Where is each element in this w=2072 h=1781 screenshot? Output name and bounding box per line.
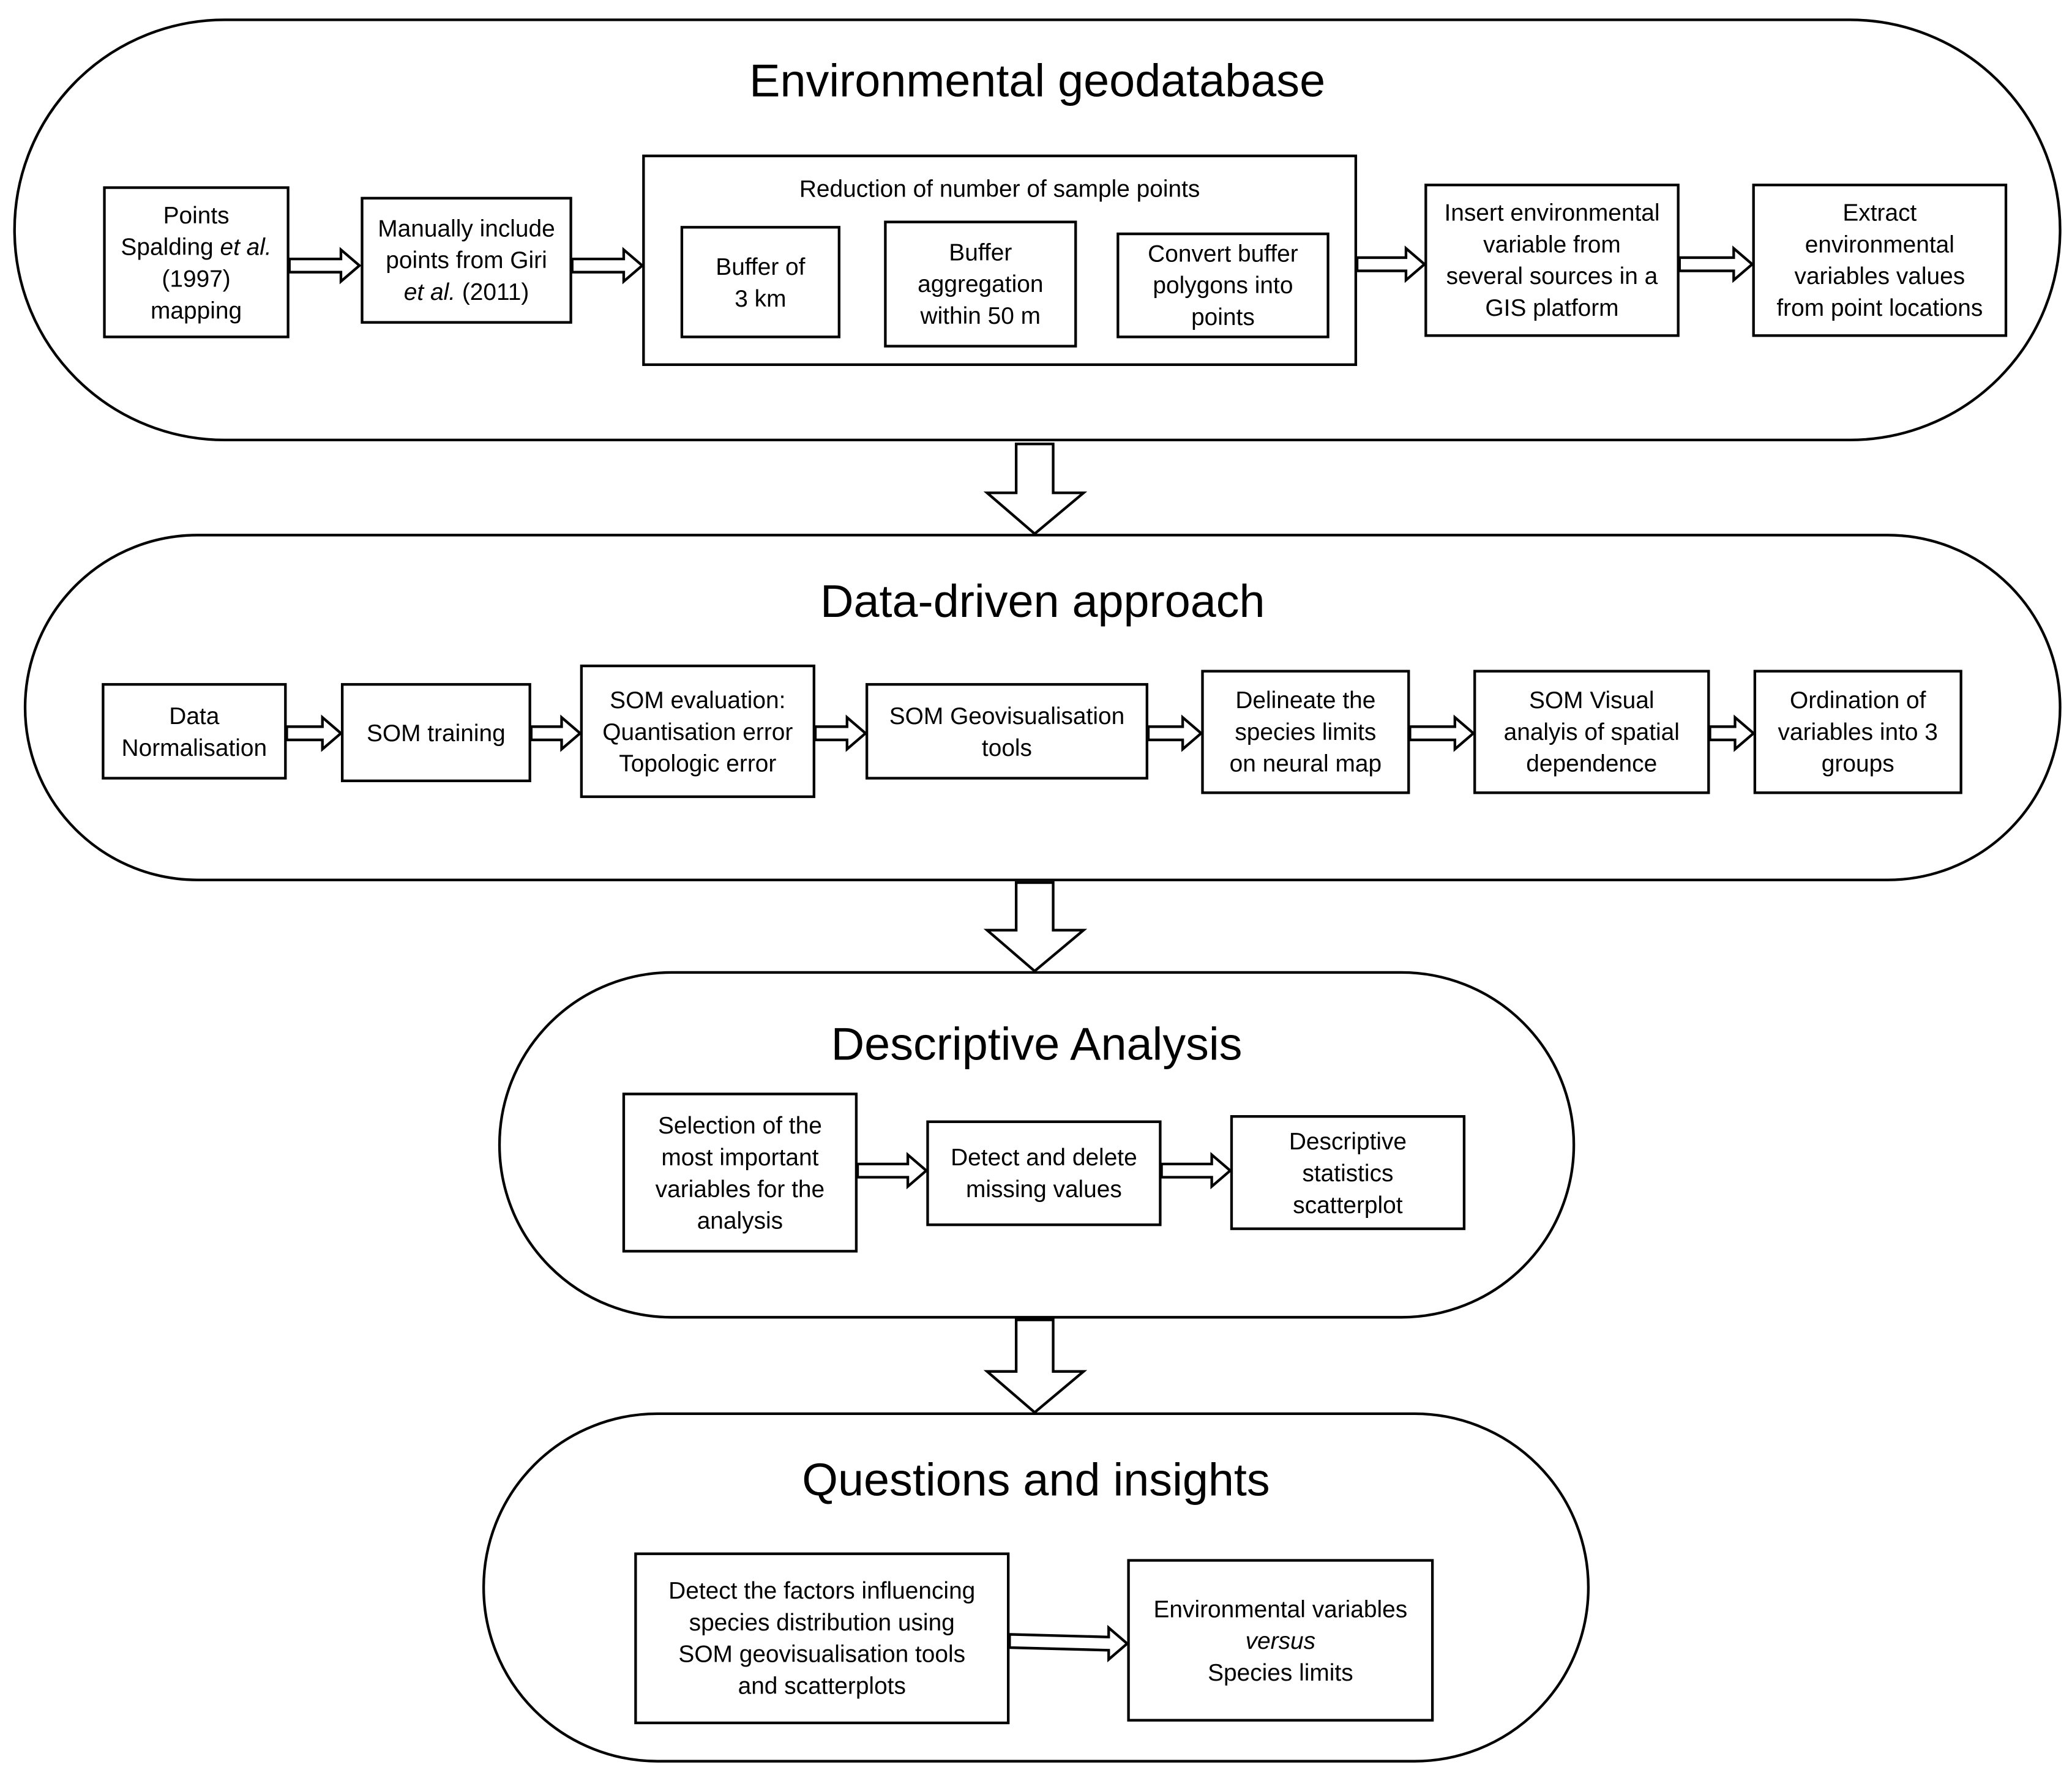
box-convert-buffer: Convert buffer polygons into points [1116, 232, 1330, 338]
right-arrow-icon [285, 714, 343, 752]
right-arrow-icon [1355, 245, 1427, 283]
box-ordination-variables: Ordination of variables into 3 groups [1753, 670, 1962, 794]
right-arrow-icon [1146, 714, 1203, 752]
stage-title: Environmental geodatabase [749, 55, 1326, 107]
box-delineate-species-limits: Delineate the species limits on neural m… [1201, 670, 1410, 794]
box-insert-environmental-variable: Insert environmental variable from sever… [1424, 184, 1680, 337]
right-arrow-icon [1160, 1152, 1233, 1190]
right-arrow-icon [529, 714, 583, 752]
box-points-spalding: Points Spalding et al. (1997) mapping [103, 186, 290, 338]
right-arrow-icon [813, 714, 868, 752]
box-som-visual-analysis: SOM Visual analyis of spatial dependence [1473, 670, 1710, 794]
box-data-normalisation: Data Normalisation [102, 683, 287, 780]
box-buffer-3km: Buffer of 3 km [680, 226, 840, 338]
box-detect-missing-values: Detect and delete missing values [926, 1120, 1162, 1227]
stage-title: Data-driven approach [820, 576, 1265, 628]
right-arrow-icon [570, 247, 645, 285]
box-environmental-versus-species: Environmental variables versus Species l… [1127, 1559, 1434, 1722]
box-buffer-aggregation: Buffer aggregation within 50 m [884, 220, 1077, 348]
box-som-training: SOM training [340, 683, 531, 782]
down-arrow-icon [983, 881, 1088, 973]
box-selection-variables: Selection of the most important variable… [622, 1092, 858, 1253]
right-arrow-icon [1678, 245, 1754, 283]
right-arrow-icon [1708, 714, 1756, 752]
stage-title: Questions and insights [802, 1454, 1270, 1507]
down-arrow-icon [983, 442, 1088, 536]
right-arrow-icon [1008, 1624, 1129, 1663]
box-extract-variables: Extract environmental variables values f… [1752, 184, 2008, 337]
box-som-geovisualisation: SOM Geovisualisation tools [866, 683, 1148, 780]
box-detect-factors: Detect the factors influencing species d… [634, 1552, 1010, 1725]
right-arrow-icon [288, 247, 362, 285]
box-descriptive-statistics: Descriptive statistics scatterplot [1230, 1115, 1466, 1230]
down-arrow-icon [983, 1318, 1088, 1414]
group-title: Reduction of number of sample points [799, 176, 1200, 203]
box-include-giri-points: Manually include points from Giri et al.… [361, 196, 572, 324]
right-arrow-icon [1408, 714, 1476, 752]
stage-title: Descriptive Analysis [831, 1018, 1243, 1070]
right-arrow-icon [856, 1152, 929, 1190]
